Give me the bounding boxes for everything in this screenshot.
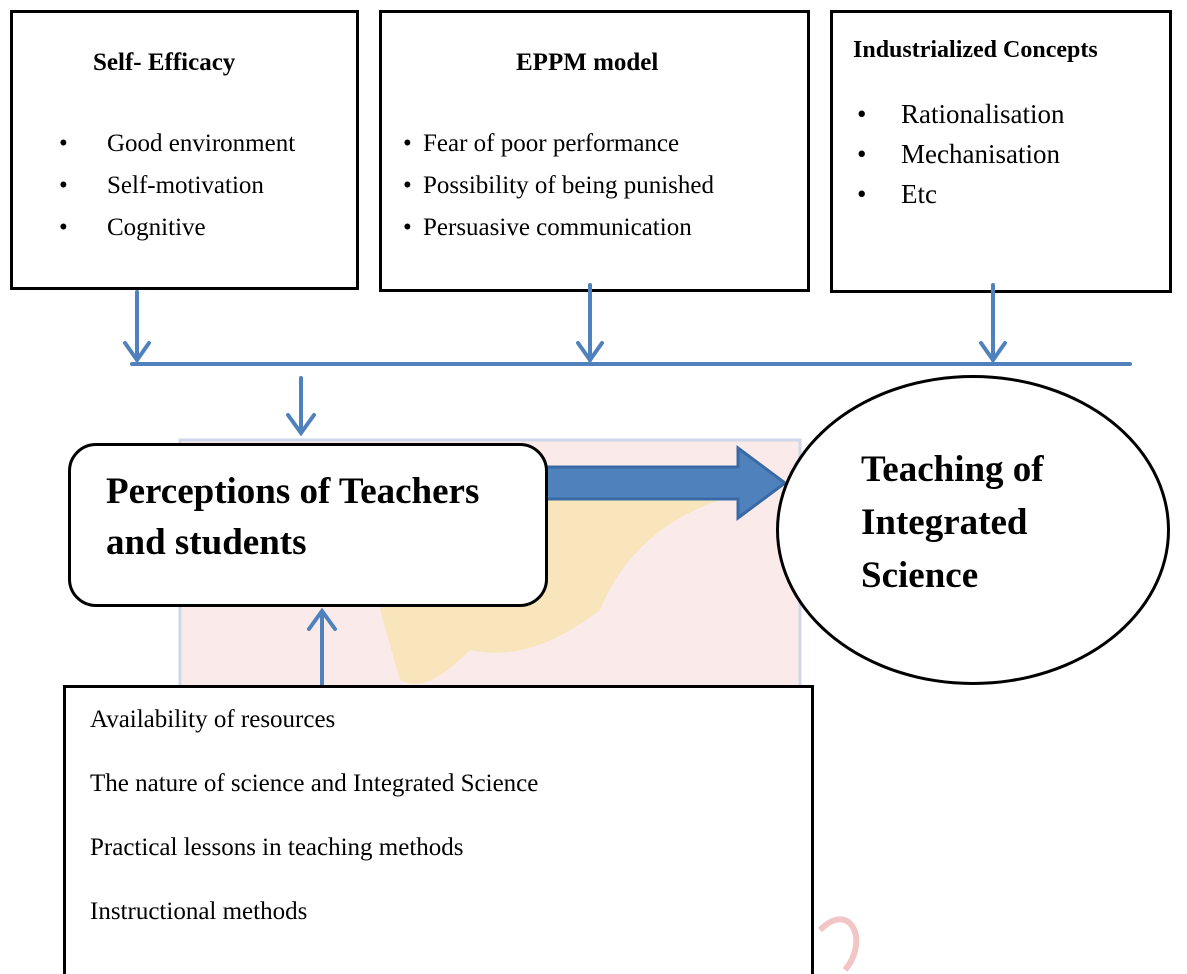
eppm-box: EPPM model •Fear of poor performance •Po… [379, 10, 810, 292]
bullet-dot-icon: • [59, 172, 68, 199]
bullet-dot-icon: • [857, 179, 867, 209]
factors-list: Availability of resources The nature of … [90, 706, 538, 962]
bullet-dot-icon: • [403, 214, 412, 241]
bullet-dot-icon: • [857, 99, 867, 129]
block-arrow-right [539, 445, 788, 521]
perceptions-label: Perceptions of Teachers and students [106, 471, 480, 563]
factors-box: Availability of resources The nature of … [63, 685, 814, 974]
perceptions-box: Perceptions of Teachers and students [68, 443, 548, 607]
list-item: Practical lessons in teaching methods [90, 834, 464, 861]
bullet-dot-icon: • [59, 130, 68, 157]
list-item: •Cognitive [59, 214, 206, 241]
industrialized-concepts-box: Industrialized Concepts •Rationalisation… [830, 10, 1172, 293]
bullet-dot-icon: • [403, 172, 412, 199]
bullet-dot-icon: • [59, 214, 68, 241]
self-efficacy-box: Self- Efficacy •Good environment •Self-m… [10, 10, 359, 290]
list-item: •Mechanisation [857, 139, 1060, 169]
list-item: •Rationalisation [857, 99, 1065, 129]
eppm-list: •Fear of poor performance •Possibility o… [400, 130, 714, 256]
teaching-label: Teaching of Integrated Science [861, 449, 1044, 596]
list-item: •Self-motivation [59, 172, 264, 199]
list-item: The nature of science and Integrated Sci… [90, 770, 539, 797]
list-item: •Possibility of being punished [403, 172, 714, 199]
list-item: Instructional methods [90, 898, 308, 925]
teaching-ellipse: Teaching of Integrated Science [776, 375, 1170, 685]
list-item: •Etc [857, 179, 937, 209]
industrialized-list: •Rationalisation •Mechanisation •Etc [833, 99, 1064, 219]
self-efficacy-list: •Good environment •Self-motivation •Cogn… [13, 130, 295, 256]
industrialized-title: Industrialized Concepts [853, 37, 1098, 63]
list-item: Availability of resources [90, 706, 336, 733]
bullet-dot-icon: • [403, 130, 412, 157]
bullet-dot-icon: • [857, 139, 867, 169]
eppm-title: EPPM model [516, 49, 659, 76]
list-item: •Fear of poor performance [403, 130, 680, 157]
list-item: •Good environment [59, 130, 296, 157]
list-item: •Persuasive communication [403, 214, 692, 241]
self-efficacy-title: Self- Efficacy [93, 49, 236, 76]
